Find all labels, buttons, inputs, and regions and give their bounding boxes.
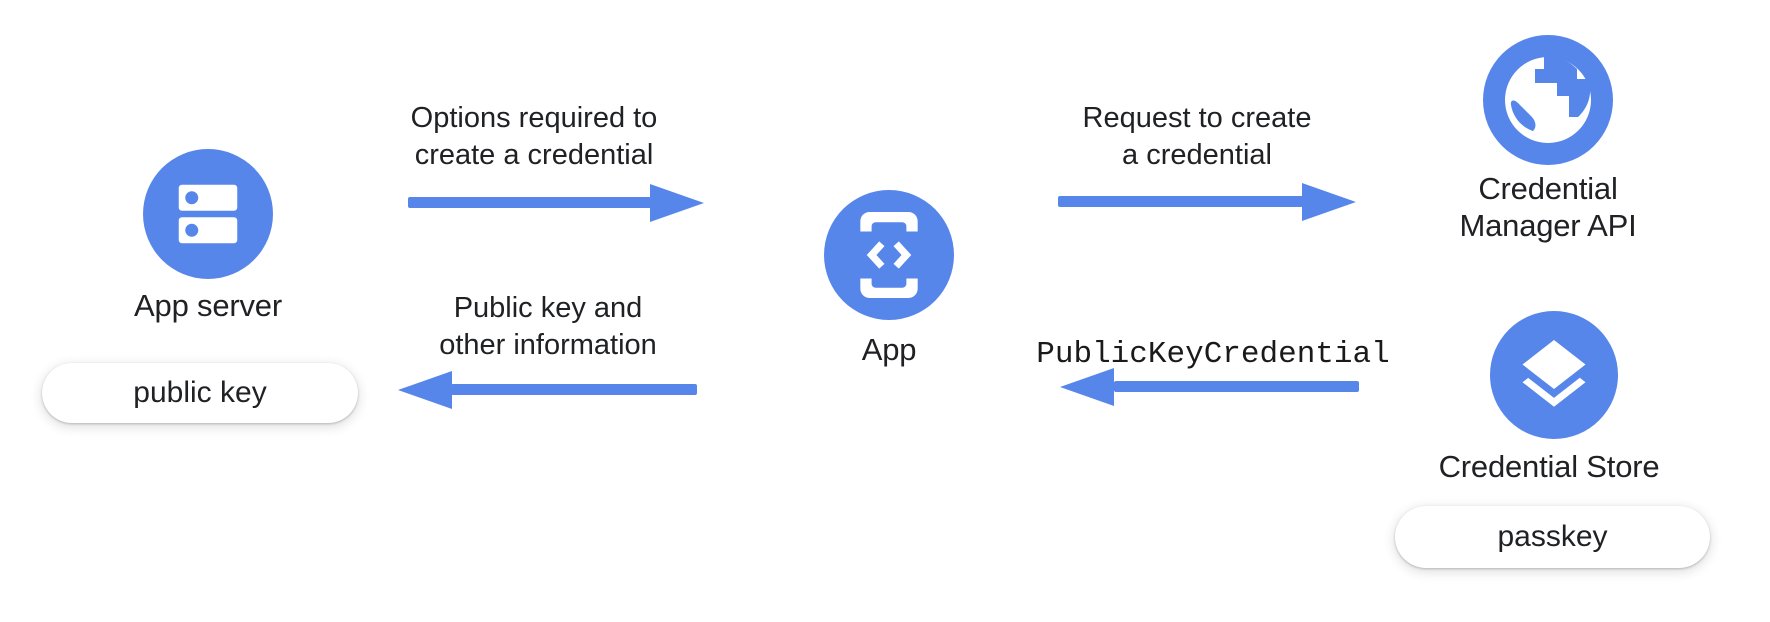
mobile-code-icon [860,212,918,298]
credential-manager-api-node [1483,35,1613,165]
arrow-head-right-icon [1302,183,1356,221]
arrow-shaft [451,384,697,395]
arrow-head-left-icon [398,371,452,409]
arrow-shaft [1114,381,1359,392]
publickeycredential-label: PublicKeyCredential [1036,337,1390,372]
arrow-head-left-icon [1060,368,1114,406]
app-node [824,190,954,320]
globe-icon [1483,35,1613,165]
arrow-shaft [408,197,651,208]
layers-icon [1512,333,1596,417]
app-label: App [861,332,917,367]
server-icon [169,175,247,253]
app-server-label: App server [134,288,282,323]
public-key-badge-label: public key [133,376,267,409]
app-server-node [143,149,273,279]
public-key-return-label: Public key and other information [439,292,657,361]
request-create-label: Request to create a credential [1082,102,1312,171]
credential-store-node [1490,311,1618,439]
arrow-head-right-icon [650,184,704,222]
passkey-badge: passkey [1395,506,1710,568]
options-arrow-label: Options required to create a credential [410,102,658,171]
passkey-badge-label: passkey [1497,520,1608,553]
credential-store-label: Credential Store [1438,449,1660,484]
credential-manager-api-label: Credential Manager API [1459,171,1637,243]
arrow-shaft [1058,196,1303,207]
public-key-badge: public key [42,363,358,423]
